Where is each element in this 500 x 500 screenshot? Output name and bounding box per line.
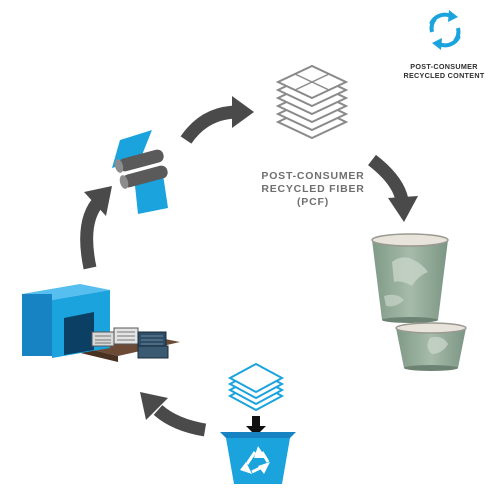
down-arrow-icon (246, 416, 266, 436)
arrow-rollers-to-fiber (180, 96, 254, 144)
recycle-symbol-icon (240, 446, 270, 474)
legend-label-line2: RECYCLED CONTENT (403, 71, 485, 80)
pcf-caption: POST-CONSUMER RECYCLED FIBER (PCF) (248, 170, 378, 209)
pcf-caption-line2: RECYCLED FIBER (261, 183, 365, 195)
arrow-bin-to-plant (140, 392, 207, 437)
factory-with-bales-icon (22, 284, 180, 362)
bale (91, 331, 115, 347)
paper-bowl (395, 322, 467, 371)
bale (137, 345, 169, 359)
roller (114, 149, 164, 173)
pcf-caption-line1: POST-CONSUMER (261, 170, 365, 182)
circular-recycle-arrows-icon (429, 10, 461, 50)
paper-rollers-icon (112, 130, 168, 214)
pcf-caption-line3: (PCF) (297, 196, 329, 208)
arrow-fiber-to-cups (367, 154, 418, 222)
bale (113, 327, 139, 345)
fiber-sheet-stack-icon (275, 64, 349, 140)
paper-cup (371, 233, 449, 323)
cycle-arrows (80, 96, 418, 437)
roller (119, 165, 168, 189)
recycle-bin-icon (220, 362, 296, 484)
arrow-plant-to-rollers (80, 186, 112, 270)
paper-cup-and-bowl-icon (371, 233, 467, 371)
legend-label-line1: POST-CONSUMER (410, 62, 478, 71)
legend-label: POST-CONSUMER RECYCLED CONTENT (396, 62, 492, 80)
sheet-stack (227, 362, 285, 412)
